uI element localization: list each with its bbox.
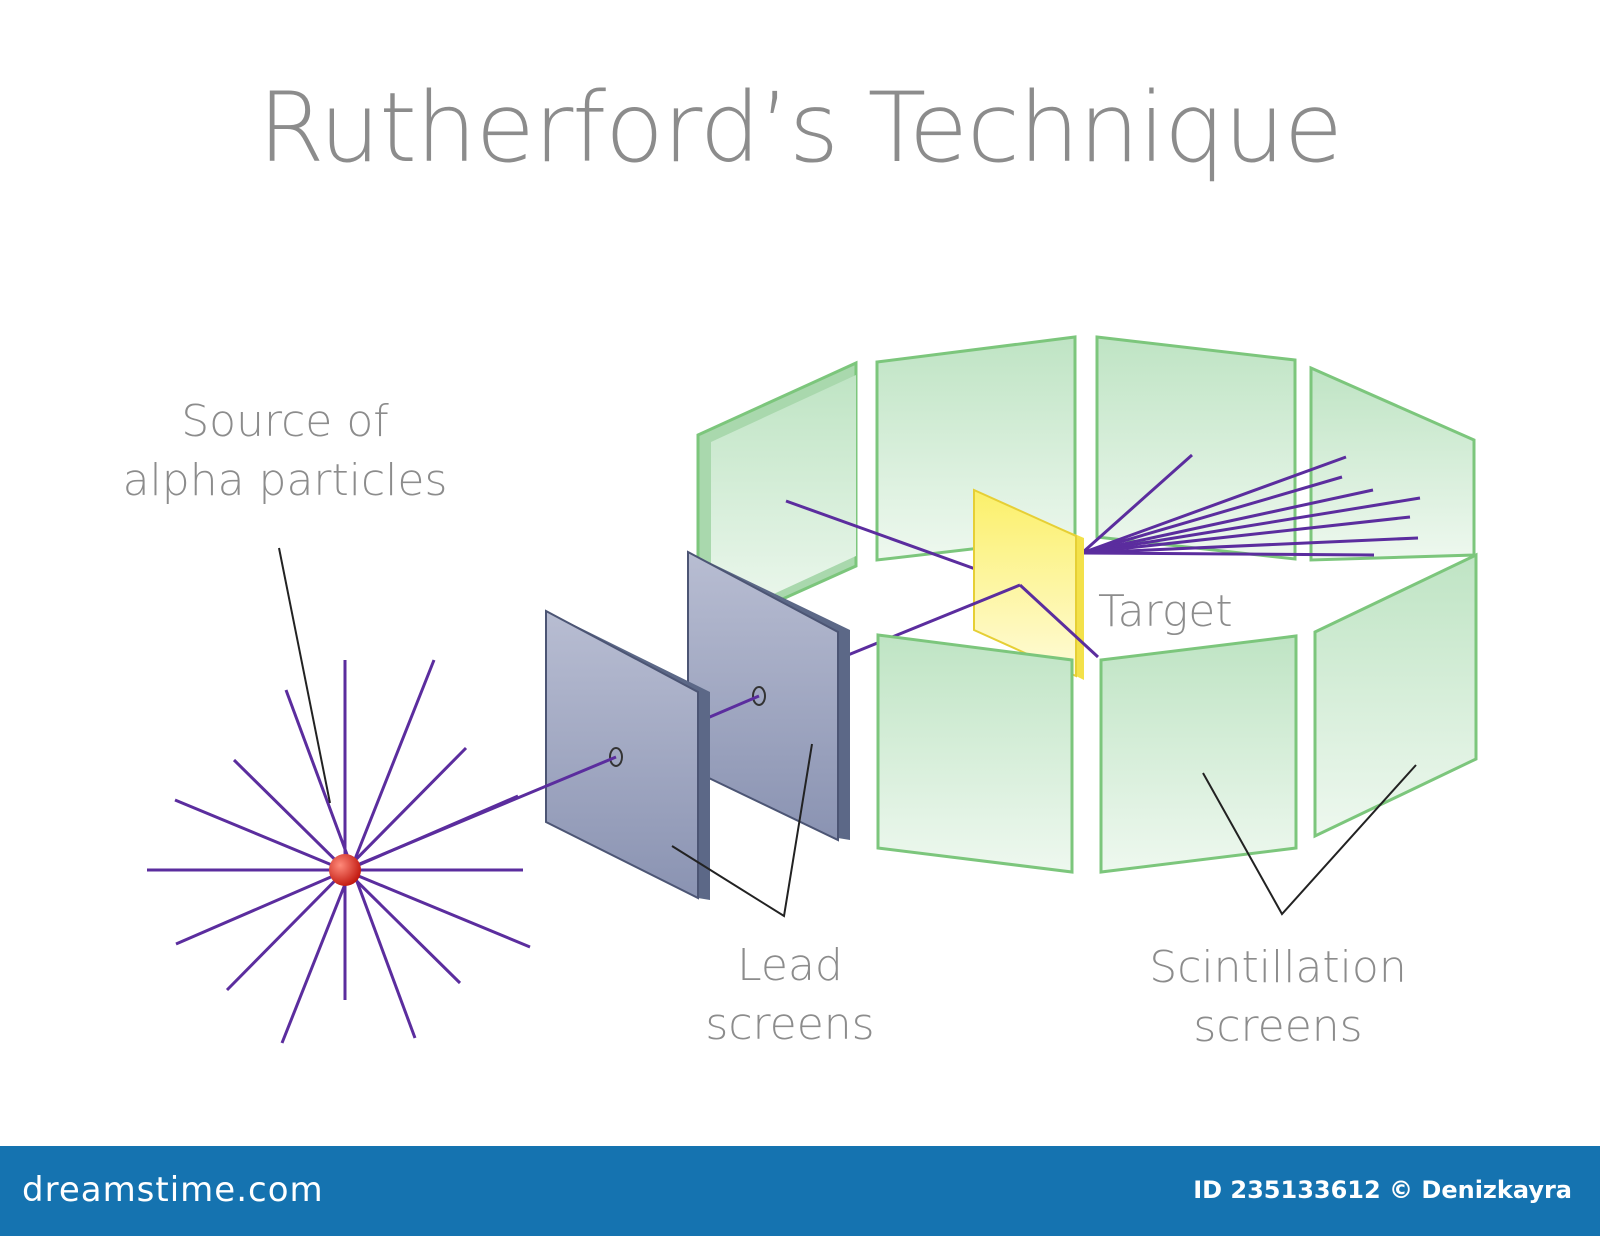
- scintillation-label-line: Scintillation: [1149, 942, 1407, 993]
- scintillation-label: Scintillation screens: [1118, 938, 1438, 1057]
- target-label: Target: [1098, 586, 1233, 637]
- lead-label-line: screens: [705, 999, 875, 1051]
- emission-ray: [280, 659, 436, 1044]
- lead-leader: [671, 743, 813, 918]
- scattered-rays: [785, 453, 1421, 587]
- scintillation-leader: [1202, 764, 1417, 916]
- leader-lines: [278, 547, 1417, 918]
- source-leader: [278, 547, 331, 804]
- alpha-source-dot: [329, 854, 361, 886]
- scintillation-label-line: screens: [1193, 1001, 1363, 1053]
- lead-screen-aperture: [609, 747, 623, 767]
- scintillation-screens-front: [876, 552, 1478, 874]
- brand-logo: dreamstime.com: [22, 1170, 324, 1210]
- scattered-ray: [1081, 475, 1343, 555]
- scattered-ray: [1081, 515, 1411, 555]
- target-foil: [973, 488, 1084, 680]
- scintillation-screen: [1099, 634, 1298, 874]
- scintillation-screen: [1309, 365, 1476, 562]
- scintillation-screen: [1095, 335, 1297, 561]
- scattered-ray: [1081, 488, 1374, 555]
- source-label-line: Source of: [181, 396, 389, 447]
- scattered-ray: [1081, 455, 1347, 555]
- scintillation-screen: [876, 633, 1074, 874]
- scintillation-screen: [1313, 552, 1478, 839]
- scattered-ray: [1081, 536, 1419, 555]
- image-id-credit: ID 235133612 © Denizkayra: [1193, 1176, 1572, 1204]
- scintillation-screens-back: [696, 335, 1476, 640]
- scattered-ray: [1081, 453, 1193, 555]
- scattered-ray: [1081, 551, 1375, 557]
- target-foil-face: [973, 488, 1077, 678]
- scattered-ray: [1081, 496, 1421, 555]
- lead-screen-back: [687, 550, 839, 842]
- lead-screens: [545, 550, 850, 900]
- footer-bar: dreamstime.com ID 235133612 © Denizkayra: [0, 1146, 1600, 1236]
- emission-beam: [344, 755, 617, 872]
- alpha-source: [147, 659, 617, 1044]
- deflected-ray: [1018, 583, 1100, 659]
- page-title: Rutherford’s Technique: [258, 72, 1343, 184]
- scintillation-screen: [711, 375, 856, 623]
- lead-screen-aperture: [752, 686, 766, 706]
- lead-label-line: Lead: [737, 940, 843, 991]
- source-label-line: alpha particles: [122, 455, 448, 507]
- source-label: Source of alpha particles: [110, 392, 460, 511]
- lead-label: Lead screens: [660, 936, 920, 1055]
